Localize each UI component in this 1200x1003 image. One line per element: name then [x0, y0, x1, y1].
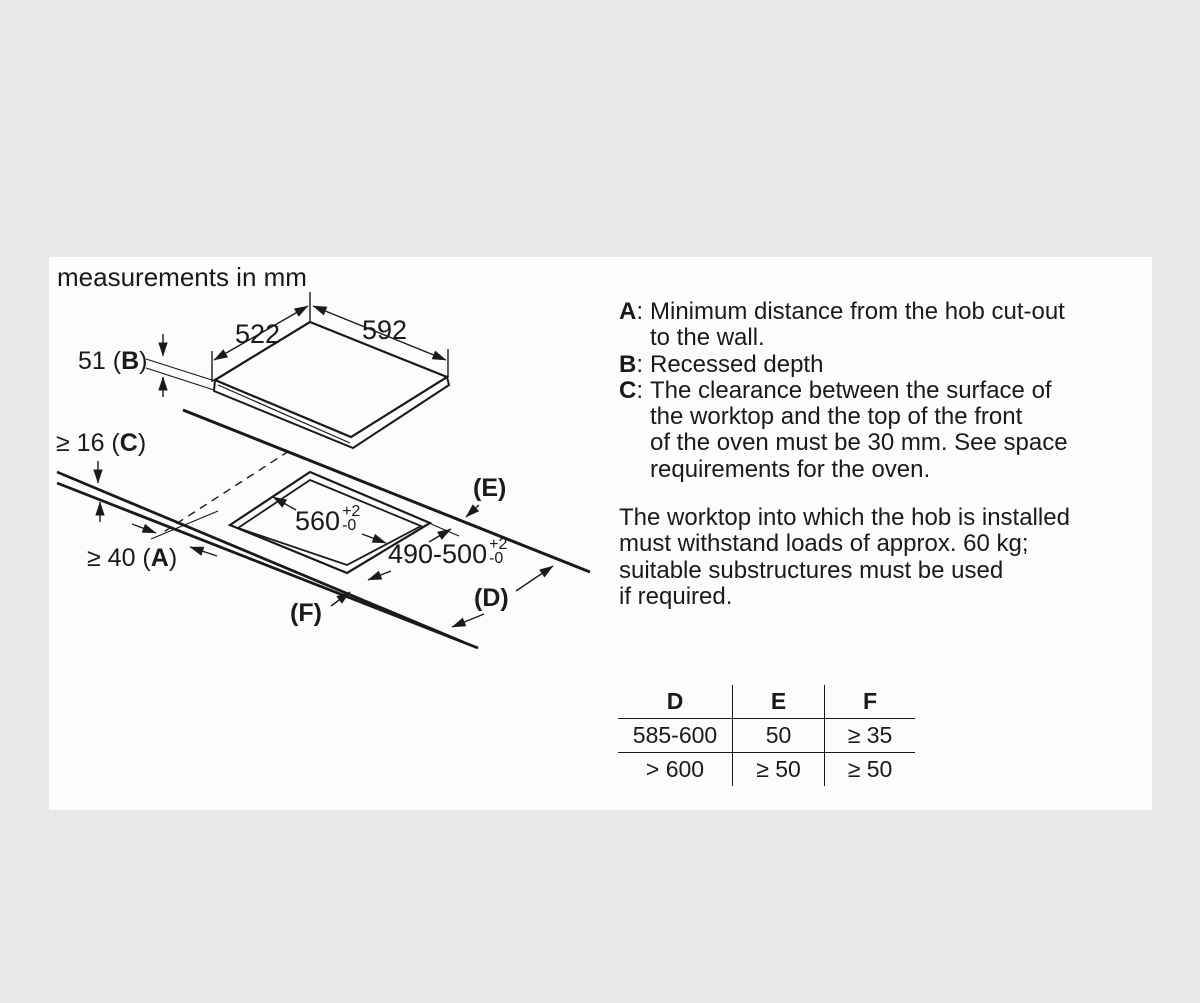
- table-header-d: D: [618, 685, 733, 719]
- table-cell-r2-f: ≥ 50: [847, 756, 893, 782]
- table-cell-r2-d: > 600: [618, 753, 733, 786]
- dim-490-label: 490-500+2-0: [388, 536, 508, 569]
- table-header-f: F: [825, 685, 915, 719]
- label-e: (E): [473, 474, 507, 502]
- table-header-e: E: [733, 685, 825, 719]
- load-note-line-1: The worktop into which the hob is instal…: [619, 504, 1070, 531]
- definition-c-line-2: the worktop and the top of the front: [650, 403, 1023, 431]
- load-note-paragraph: The worktop into which the hob is instal…: [619, 504, 1139, 610]
- dim-592-label: 592: [362, 315, 408, 345]
- label-f: (F): [290, 599, 322, 627]
- definition-a-line-1: A: Minimum distance from the hob cut-out: [619, 298, 1065, 325]
- dim-522-label: 522: [235, 319, 281, 349]
- load-note-line-3: suitable substructures must be used: [619, 556, 1004, 584]
- dim-560-label: 560+2-0: [295, 503, 361, 536]
- diagram-title: measurements in mm: [57, 262, 307, 292]
- load-note-line-4: if required.: [619, 582, 733, 610]
- table-cell-r1-e: 50: [733, 719, 825, 753]
- definition-c-line-1: C: The clearance between the surface of: [619, 376, 1052, 404]
- definition-c-line-4: requirements for the oven.: [650, 455, 931, 483]
- definition-c-line-3: of the oven must be 30 mm. See space: [650, 429, 1068, 457]
- definitions-block: A: Minimum distance from the hob cut-out…: [619, 298, 1139, 483]
- dim-560-tolerance: +2-0: [342, 503, 361, 534]
- load-note-line-2: must withstand loads of approx. 60 kg;: [619, 530, 1029, 558]
- table-cell-r2-e: ≥ 50: [733, 753, 825, 786]
- dim-c-label: ≥ 16 (C): [56, 429, 147, 457]
- clearance-table: D E F 585-600 50 ≥ 35 > 600 ≥ 50 ≥ 50: [618, 685, 915, 786]
- dim-b-label: 51 (B): [78, 347, 148, 375]
- dim-a-label: ≥ 40 (A): [87, 544, 178, 572]
- label-d: (D): [474, 584, 509, 612]
- table-cell-r1-d: 585-600: [618, 719, 733, 753]
- definition-a-line-2: to the wall.: [650, 324, 765, 352]
- dim-490-tolerance: +2-0: [489, 536, 508, 567]
- definition-b-line: B: Recessed depth: [619, 350, 824, 378]
- table-cell-r1-f: ≥ 35: [825, 719, 915, 753]
